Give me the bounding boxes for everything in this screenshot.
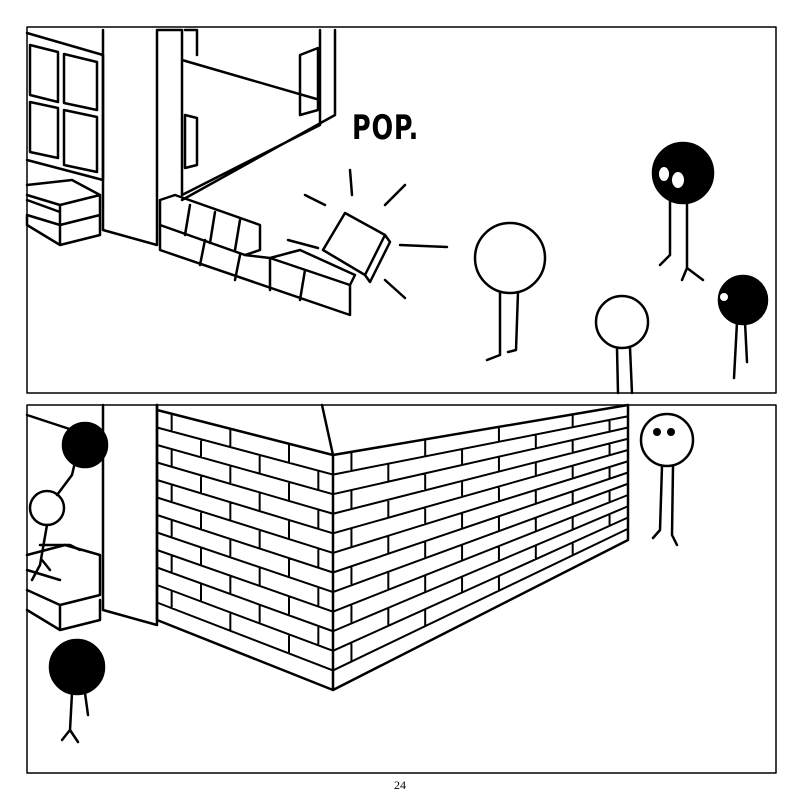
house-doorway	[25, 403, 159, 632]
character-black-3	[48, 638, 106, 744]
page-number: 24	[394, 778, 406, 792]
sound-effect-pop: POP.	[352, 108, 420, 148]
character-black-2	[717, 274, 769, 380]
character-white-2	[594, 294, 650, 395]
brick-row	[158, 193, 357, 317]
panel-1	[25, 26, 777, 395]
character-white-1	[473, 221, 547, 362]
doorway	[101, 28, 337, 247]
popping-brick	[286, 168, 449, 300]
character-black-1	[651, 141, 715, 282]
brick-lines	[156, 412, 629, 672]
panel-2	[25, 403, 777, 774]
character-white-3	[639, 412, 695, 547]
window	[25, 31, 105, 182]
steps	[25, 178, 102, 247]
brick-wall-corner	[155, 403, 630, 692]
